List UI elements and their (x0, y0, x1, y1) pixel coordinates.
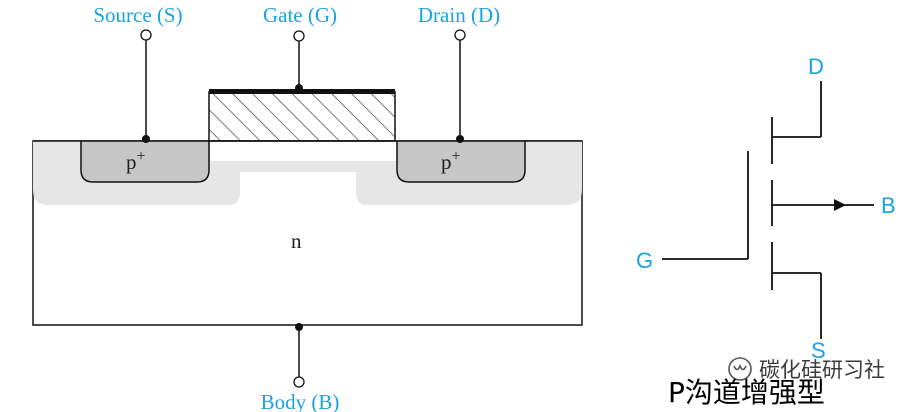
body-label: Body (B) (261, 390, 340, 412)
drain-p-plus-region (396, 141, 526, 183)
substrate-region-label: n (291, 229, 302, 253)
symbol-bulk-label: B (881, 193, 896, 218)
source-p-plus-region (80, 141, 210, 183)
p-channel-enhancement-symbol (662, 81, 874, 339)
drain-terminal-node (454, 29, 466, 41)
gate-electrode (208, 91, 396, 142)
diagram-caption: P沟道增强型 (668, 376, 825, 409)
symbol-gate-label: G (636, 248, 653, 273)
wechat-channel-icon (728, 357, 752, 381)
watermark-text: 碳化硅研习社 (759, 358, 885, 382)
source-terminal-node (140, 29, 152, 41)
body-terminal (293, 323, 305, 388)
gate-label: Gate (G) (263, 3, 337, 27)
drain-terminal (454, 29, 466, 143)
symbol-drain-label: D (808, 54, 824, 79)
symbol-source-label: S (811, 338, 826, 363)
mosfet-cross-section: p+ p+ n Source (S) Gate (G) D (32, 3, 583, 412)
gate-terminal-node (293, 30, 305, 42)
body-terminal-node (293, 376, 305, 388)
drain-label: Drain (D) (418, 3, 500, 27)
watermark: 碳化硅研习社 (727, 354, 885, 384)
source-terminal (140, 29, 152, 143)
gate-terminal (293, 30, 305, 92)
source-label: Source (S) (93, 3, 182, 27)
gate-metal-contact (209, 89, 395, 94)
symbol-bulk-arrow (834, 199, 846, 211)
